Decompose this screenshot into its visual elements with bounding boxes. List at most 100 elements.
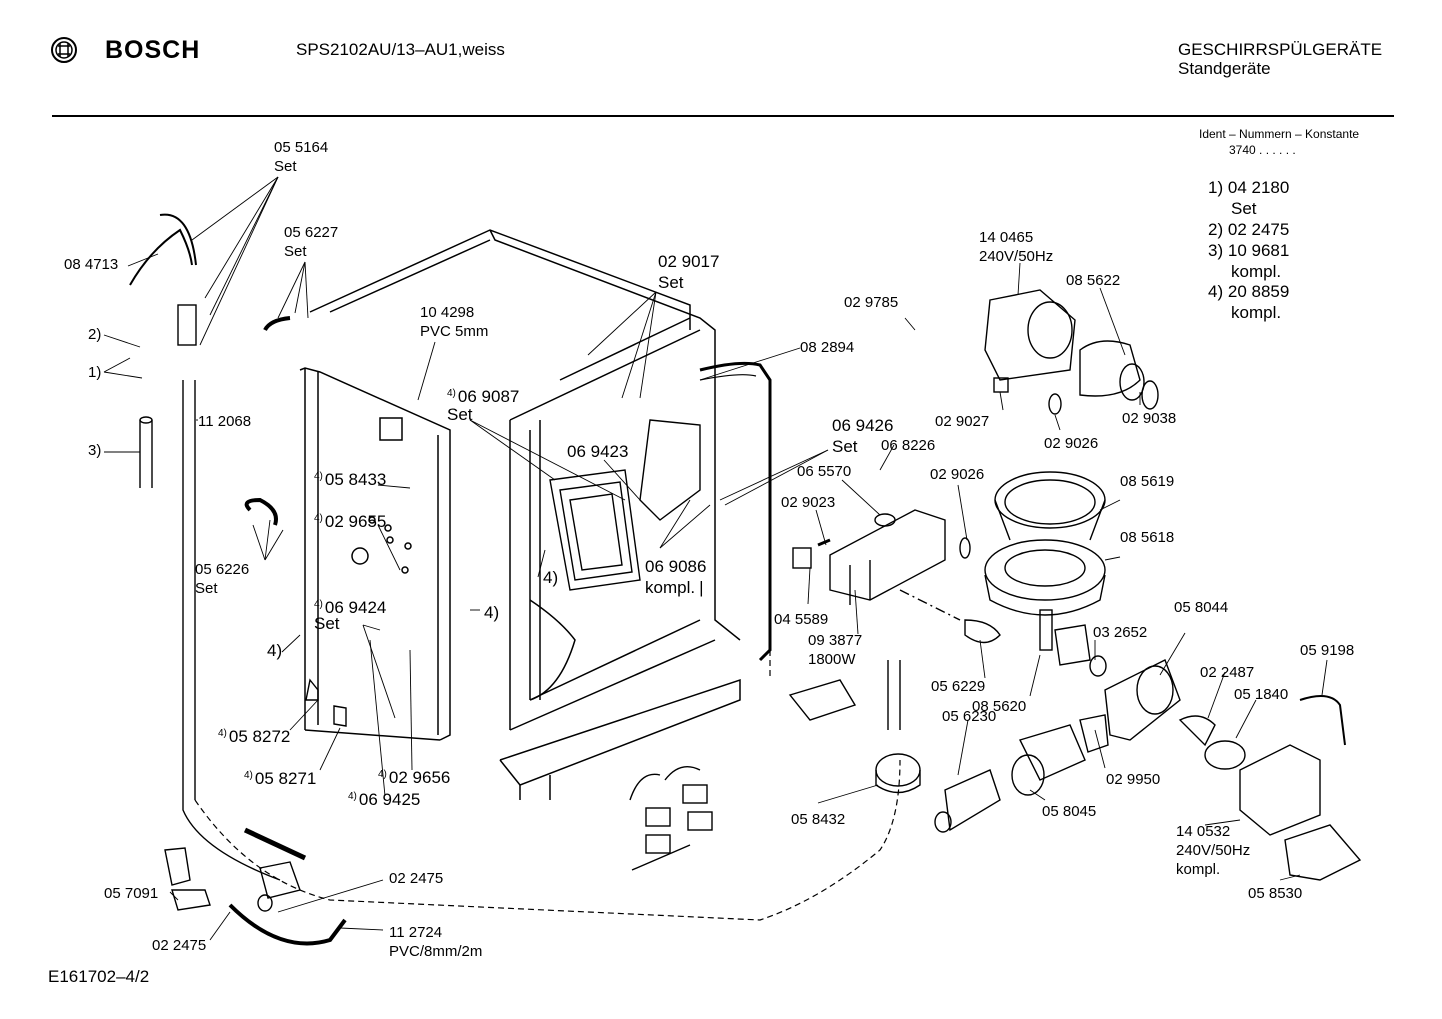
part-label: 11 2068 [198, 413, 252, 430]
legend-note: kompl. [1231, 303, 1282, 322]
part-label: 05 1840 [1234, 686, 1289, 703]
part-label: 4)06 9087 [447, 387, 520, 406]
part-label: 05 5164 [274, 139, 329, 156]
part-label: 05 8045 [1042, 803, 1097, 820]
part-label: 4)05 8272 [218, 727, 291, 746]
part-label: 05 6227 [284, 224, 339, 241]
part-label: 10 4298 [420, 304, 475, 321]
part-label: Set [195, 580, 218, 597]
part-label: 02 9950 [1106, 771, 1161, 788]
appliance-subcategory: Standgeräte [1178, 59, 1271, 78]
part-label: 02 9027 [935, 413, 990, 430]
part-label: 14 0532 [1176, 823, 1231, 840]
ident-title: Ident – Nummern – Konstante [1199, 127, 1360, 141]
circulation-pump [1011, 655, 1246, 796]
part-label: Set [314, 614, 340, 633]
part-label: 05 6230 [942, 708, 997, 725]
part-label: PVC/8mm/2m [389, 943, 483, 960]
part-label: 06 9086 [645, 557, 707, 576]
part-label: 1) [88, 364, 102, 381]
part-label: 4)06 9425 [348, 790, 421, 809]
cabinet-body [309, 229, 741, 800]
inlet-valve [164, 827, 347, 946]
wiring-connectors [305, 678, 713, 871]
part-label: 08 5622 [1066, 272, 1121, 289]
pump-motor [984, 289, 1159, 415]
sump-filter [959, 471, 1106, 666]
part-label: Set [274, 158, 297, 175]
part-label: 240V/50Hz [979, 248, 1054, 265]
part-label: 02 9026 [1044, 435, 1099, 452]
part-label: Set [447, 405, 473, 424]
part-label: 02 9038 [1122, 410, 1177, 427]
part-label: Set [658, 273, 684, 292]
part-label: 4) [267, 641, 283, 660]
part-label: 02 2475 [152, 937, 207, 954]
part-label: 05 7091 [104, 885, 159, 902]
drawing-id: E161702–4/2 [48, 967, 150, 986]
part-label: 4) [484, 603, 500, 622]
part-label: 08 5619 [1120, 473, 1175, 490]
part-label: 06 5570 [797, 463, 852, 480]
legend-item: 4) 20 8859 [1208, 282, 1290, 301]
part-label: 4)06 9424 [314, 598, 387, 617]
part-label: 4)02 9655 [314, 512, 387, 531]
part-label: 09 3877 [808, 632, 863, 649]
part-label: 02 2475 [389, 870, 444, 887]
part-label: 2) [88, 326, 102, 343]
dashed-pipe-outline [194, 759, 901, 921]
part-label: 02 9026 [930, 466, 985, 483]
part-label: 05 8432 [791, 811, 846, 828]
part-label: 4)02 9656 [378, 768, 451, 787]
heater-assembly [792, 509, 1001, 644]
part-label: 4)05 8271 [244, 769, 317, 788]
part-label: 05 9198 [1300, 642, 1355, 659]
part-label: PVC 5mm [420, 323, 489, 340]
part-label: Set [832, 437, 858, 456]
part-label: 05 8530 [1248, 885, 1303, 902]
part-label: kompl.| [645, 578, 704, 597]
leader-lines [103, 176, 1328, 941]
dispenser-unit [549, 419, 701, 591]
legend-note: kompl. [1231, 262, 1282, 281]
part-label: 05 6229 [931, 678, 986, 695]
part-label: 240V/50Hz [1176, 842, 1251, 859]
part-label: 08 5620 [972, 698, 1027, 715]
drain-pump [934, 695, 1362, 881]
part-label: 3) [88, 442, 102, 459]
bosch-logo-icon [51, 37, 77, 63]
door-seal [699, 361, 772, 662]
part-label: 11 2724 [389, 924, 443, 941]
ident-value: 3740 . . . . . . [1229, 143, 1296, 157]
part-label: 06 9426 [832, 416, 894, 435]
header-rule [52, 115, 1394, 117]
part-label: 14 0465 [979, 229, 1034, 246]
part-label: 08 5618 [1120, 529, 1175, 546]
part-label: 06 8226 [881, 437, 936, 454]
part-label: 05 6226 [195, 561, 250, 578]
part-label: 02 2487 [1200, 664, 1255, 681]
part-label: 08 4713 [64, 256, 119, 273]
legend-item: 1) 04 2180 [1208, 178, 1290, 197]
part-label: 03 2652 [1093, 624, 1148, 641]
part-label: 05 8044 [1174, 599, 1229, 616]
part-label: 4) [543, 568, 559, 587]
part-label: 4)05 8433 [314, 470, 387, 489]
brand-name: BOSCH [105, 36, 201, 64]
part-label: 06 9423 [567, 442, 629, 461]
legend-note: Set [1231, 199, 1257, 218]
part-label: 08 2894 [800, 339, 855, 356]
legend-item: 2) 02 2475 [1208, 220, 1290, 239]
part-label: kompl. [1176, 861, 1221, 878]
part-label: 1800W [808, 651, 856, 668]
part-label: 02 9017 [658, 252, 720, 271]
part-label: 02 9023 [781, 494, 836, 511]
inlet-hoses [129, 213, 291, 881]
appliance-category: GESCHIRRSPÜLGERÄTE [1178, 40, 1383, 59]
model-number: SPS2102AU/13–AU1,weiss [296, 40, 505, 59]
door-panel [299, 367, 451, 741]
part-label: 04 5589 [774, 611, 829, 628]
pressure-switch [788, 660, 921, 794]
part-label: Set [284, 243, 307, 260]
